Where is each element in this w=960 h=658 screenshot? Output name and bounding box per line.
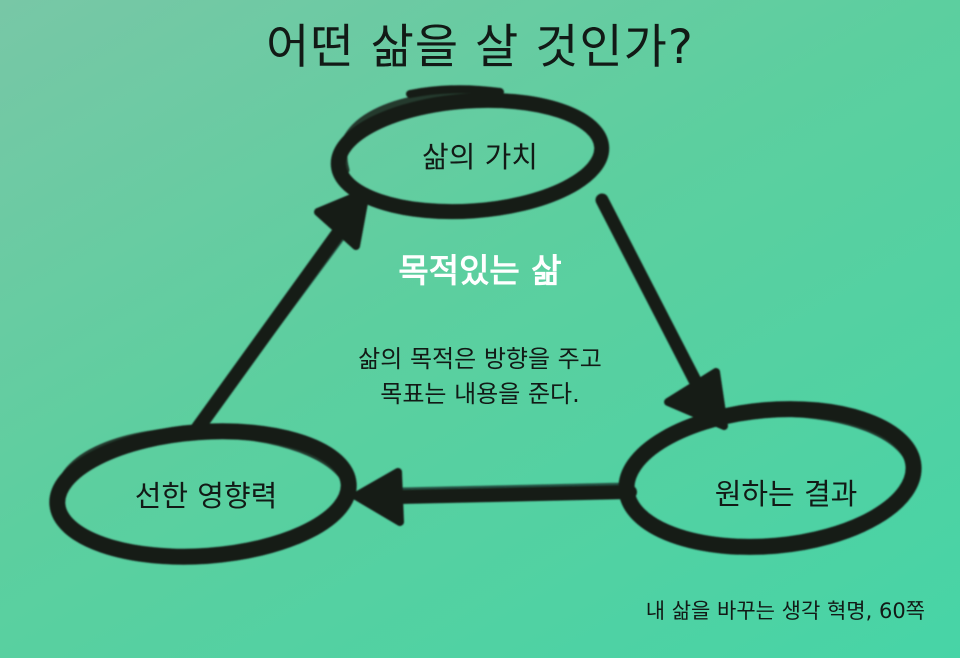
arrow-influence-to-value xyxy=(188,188,370,439)
center-title: 목적있는 삶 xyxy=(398,251,562,290)
node-label-life-value: 삶의 가치 xyxy=(422,140,538,174)
arrow-result-to-influence xyxy=(352,468,637,526)
page-title: 어떤 삶을 살 것인가? xyxy=(266,20,694,75)
source-citation: 내 삶을 바꾸는 생각 혁명, 60쪽 xyxy=(645,599,925,623)
center-description-line-2: 목표는 내용을 준다. xyxy=(380,379,580,408)
node-outline-top xyxy=(330,85,610,220)
node-label-good-influence: 선한 영향력 xyxy=(134,479,278,513)
node-label-desired-result: 원하는 결과 xyxy=(714,477,858,511)
center-description: 삶의 목적은 방향을 주고 목표는 내용을 준다. xyxy=(280,342,680,412)
arrow-value-to-result xyxy=(595,193,728,430)
center-description-line-1: 삶의 목적은 방향을 주고 xyxy=(358,345,602,373)
